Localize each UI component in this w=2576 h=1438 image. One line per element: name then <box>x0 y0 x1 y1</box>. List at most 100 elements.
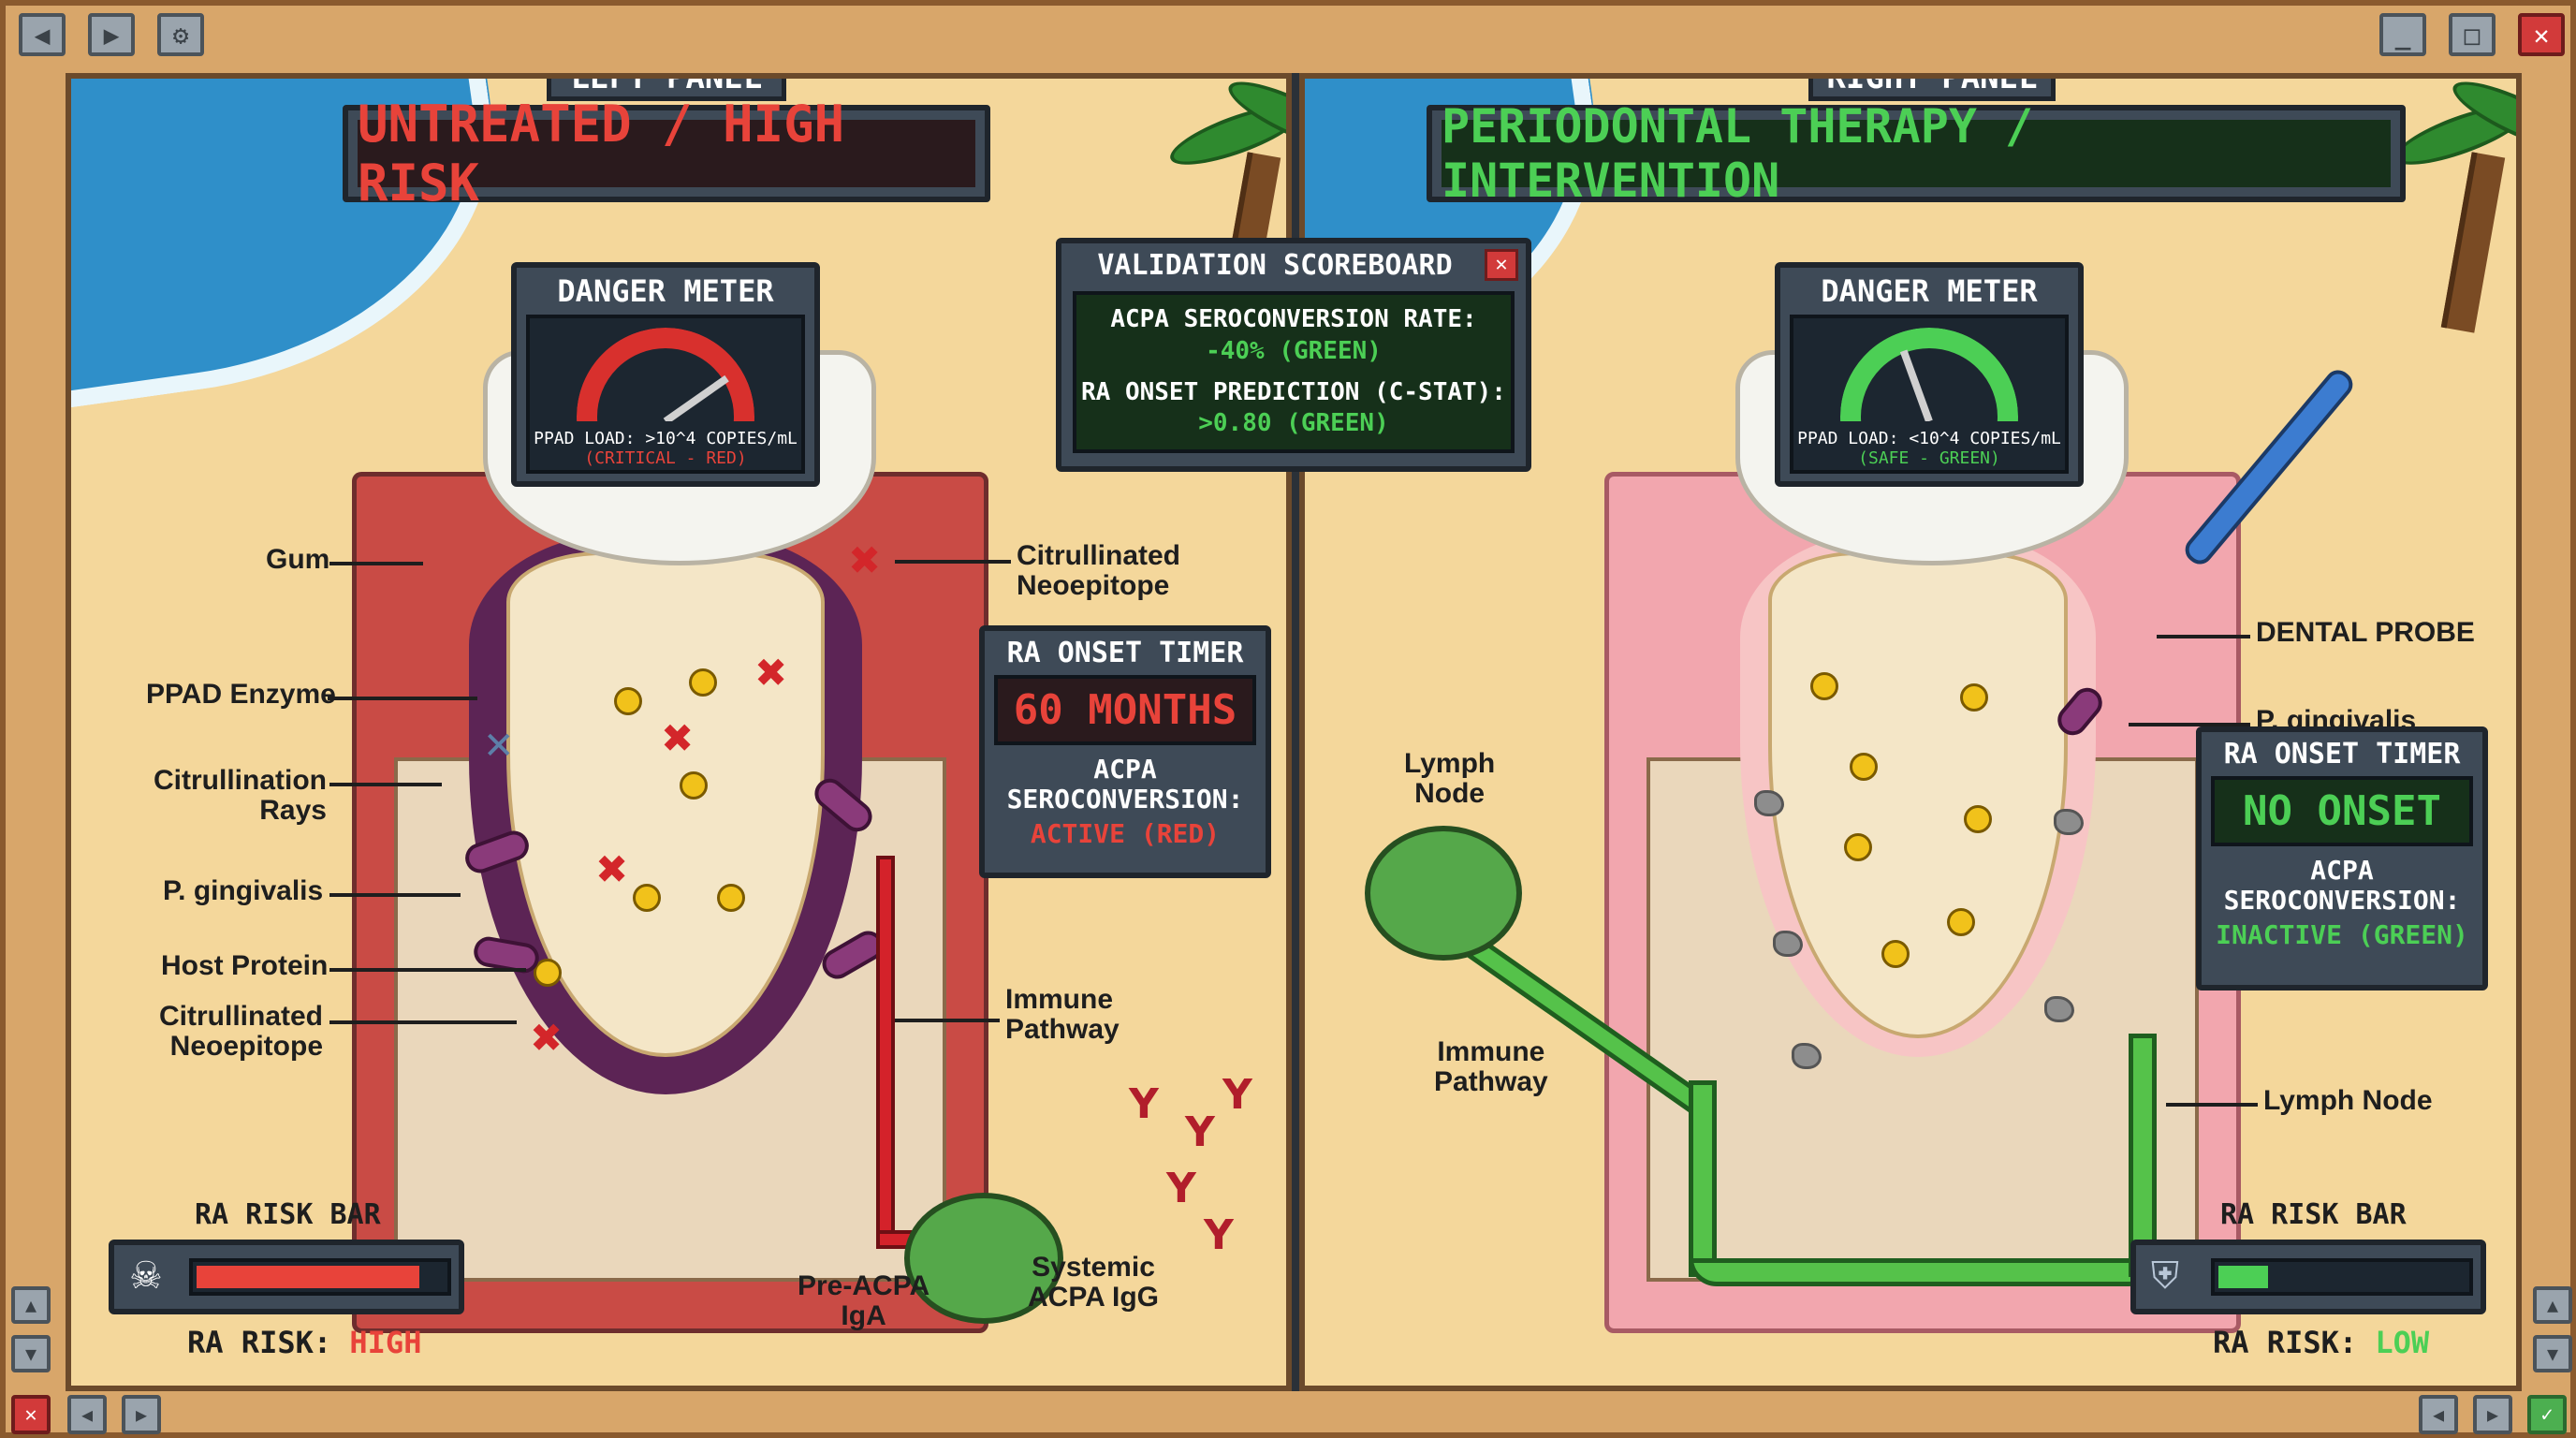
acpa-seroconversion-label: ACPA SEROCONVERSION: <box>1006 754 1244 815</box>
ra-onset-timer-title: RA ONSET TIMER <box>1006 637 1244 669</box>
forward-arrow-icon[interactable]: ▶ <box>88 13 135 56</box>
validation-scoreboard: VALIDATION SCOREBOARD ✕ ACPA SEROCONVERS… <box>1056 238 1531 472</box>
back-arrow-icon[interactable]: ◀ <box>67 1395 107 1434</box>
antibody-icon: Y <box>1166 1165 1196 1212</box>
onset-prediction-label: RA ONSET PREDICTION (C-STAT): <box>1081 377 1506 406</box>
neoepitope-marker-icon: ✖ <box>661 715 695 761</box>
right-panel-title-box: PERIODONTAL THERAPY / INTERVENTION <box>1427 99 2406 208</box>
host-protein-dot <box>1850 753 1878 781</box>
inactive-protein-icon <box>2044 996 2074 1022</box>
ra-risk-bar-left: ☠ <box>109 1240 464 1314</box>
gauge-arc <box>577 328 754 421</box>
ra-onset-timer-left: RA ONSET TIMER 60 MONTHS ACPA SEROCONVER… <box>979 625 1271 878</box>
danger-meter-title: DANGER METER <box>1821 273 2038 309</box>
left-panel-title-box: UNTREATED / HIGH RISK <box>343 95 990 213</box>
antibody-icon: Y <box>1222 1071 1252 1119</box>
ra-onset-timer-title: RA ONSET TIMER <box>2223 738 2461 770</box>
ra-risk-bar-title: RA RISK BAR <box>2220 1198 2407 1231</box>
acpa-seroconversion-value: INACTIVE (GREEN) <box>2216 919 2468 951</box>
leader-line <box>328 697 477 700</box>
host-protein-dot <box>680 771 708 800</box>
inactive-protein-icon <box>1792 1043 1822 1069</box>
leader-line <box>329 893 461 897</box>
gauge-arc <box>1840 328 2018 421</box>
lymph-node <box>1365 826 1522 961</box>
scroll-up-icon[interactable]: ▲ <box>2533 1286 2572 1324</box>
immune-pathway-tube <box>876 856 895 1249</box>
label-lymph-node: Lymph Node <box>2263 1085 2433 1116</box>
leader-line <box>329 783 442 786</box>
ra-risk-readout: RA RISK: HIGH <box>187 1325 422 1360</box>
minimize-icon[interactable]: _ <box>2379 13 2426 56</box>
back-arrow-icon[interactable]: ◀ <box>19 13 66 56</box>
label-immune-pathway: Immune Pathway <box>1434 1036 1548 1097</box>
scroll-up-icon[interactable]: ▲ <box>11 1286 51 1324</box>
acpa-seroconversion-label: ACPA SEROCONVERSION: <box>2223 855 2461 917</box>
dental-probe-icon[interactable] <box>2179 364 2359 570</box>
inactive-protein-icon <box>1754 790 1784 816</box>
left-panel-tab[interactable]: LEFT PANEL <box>547 79 786 101</box>
host-protein-dot <box>1964 805 1992 833</box>
checkmark-icon[interactable]: ✓ <box>2527 1395 2567 1434</box>
danger-meter-body: PPAD LOAD: <10^4 COPIES/mL (SAFE - GREEN… <box>1790 315 2069 474</box>
label-ppad-enzyme: PPAD Enzyme <box>146 679 336 710</box>
antibody-icon: Y <box>1129 1080 1159 1128</box>
host-protein-dot <box>1947 908 1975 936</box>
host-protein-dot <box>1881 940 1910 968</box>
ra-onset-timer-right: RA ONSET TIMER NO ONSET ACPA SEROCONVERS… <box>2196 726 2488 990</box>
ra-risk-readout: RA RISK: LOW <box>2213 1325 2430 1360</box>
scoreboard-title: VALIDATION SCOREBOARD <box>1097 249 1453 282</box>
leader-line <box>895 560 1011 564</box>
danger-meter-right: DANGER METER PPAD LOAD: <10^4 COPIES/mL … <box>1775 262 2084 487</box>
seroconversion-rate-label: ACPA SEROCONVERSION RATE: <box>1110 305 1477 333</box>
back-arrow-icon[interactable]: ◀ <box>2419 1395 2458 1434</box>
ra-onset-timer-value: NO ONSET <box>2243 787 2441 835</box>
danger-meter-left: DANGER METER PPAD LOAD: >10^4 COPIES/mL … <box>511 262 820 487</box>
acpa-seroconversion-value: ACTIVE (RED) <box>1030 818 1221 850</box>
ra-risk-bar-right: ⛨ <box>2130 1240 2486 1314</box>
ra-risk-value: LOW <box>2375 1325 2430 1360</box>
leader-line <box>329 562 423 565</box>
ra-risk-fill <box>2218 1266 2268 1288</box>
panel-divider <box>1292 73 1299 1391</box>
immune-pathway-tube <box>1689 1080 1717 1277</box>
neoepitope-marker-icon: ✖ <box>848 537 882 583</box>
gauge-icon <box>1840 328 2018 421</box>
close-icon[interactable]: ✕ <box>2518 13 2565 56</box>
ra-risk-bar-title: RA RISK BAR <box>195 1198 381 1231</box>
ra-risk-value: HIGH <box>349 1325 422 1360</box>
seroconversion-rate-value: -40% (GREEN) <box>1206 336 1382 365</box>
label-lymph-node: Lymph Node <box>1404 748 1496 809</box>
scroll-down-icon[interactable]: ▼ <box>2533 1335 2572 1372</box>
ra-onset-timer-value: 60 MONTHS <box>1013 686 1237 734</box>
close-icon[interactable]: ✕ <box>11 1395 51 1434</box>
close-icon[interactable]: ✕ <box>1485 249 1518 281</box>
host-protein-dot <box>1810 672 1838 700</box>
neoepitope-marker-icon: ✖ <box>530 1015 564 1061</box>
danger-meter-body: PPAD LOAD: >10^4 COPIES/mL (CRITICAL - R… <box>526 315 805 474</box>
inactive-protein-icon <box>1773 931 1803 957</box>
right-panel-tab[interactable]: RIGHT PANEL <box>1808 79 2056 101</box>
neoepitope-marker-icon: ✖ <box>754 650 788 696</box>
label-p-gingivalis: P. gingivalis <box>163 875 324 906</box>
ppad-enzyme-icon: ✕ <box>483 725 515 768</box>
skull-icon: ☠ <box>129 1255 163 1298</box>
label-pre-acpa-iga: Pre-ACPA IgA <box>798 1270 930 1331</box>
maximize-icon[interactable]: □ <box>2449 13 2496 56</box>
gum-tissue-block <box>352 472 988 1333</box>
antibody-icon: Y <box>1185 1108 1215 1156</box>
host-protein-dot <box>633 884 661 912</box>
ra-onset-timer-display: NO ONSET <box>2211 776 2473 846</box>
label-citrullination-rays: Citrullination Rays <box>154 765 327 826</box>
scroll-down-icon[interactable]: ▼ <box>11 1335 51 1372</box>
ra-risk-track <box>189 1258 451 1296</box>
leader-line <box>2157 635 2250 638</box>
forward-arrow-icon[interactable]: ▶ <box>122 1395 161 1434</box>
forward-arrow-icon[interactable]: ▶ <box>2473 1395 2512 1434</box>
ppad-load-text: PPAD LOAD: <10^4 COPIES/mL <box>1797 429 2061 448</box>
leader-line <box>2166 1103 2258 1107</box>
palm-tree-icon <box>2440 152 2506 333</box>
gear-icon[interactable]: ⚙ <box>157 13 204 56</box>
host-protein-dot <box>534 959 562 987</box>
